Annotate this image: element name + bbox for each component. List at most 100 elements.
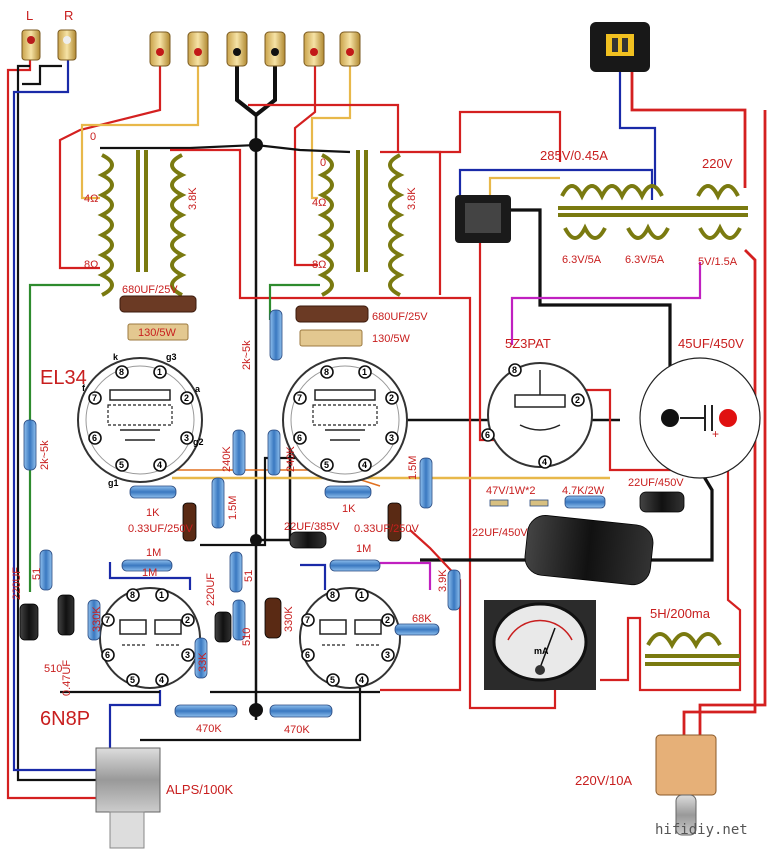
label-res-2k5k-left: 2k~5k	[39, 440, 51, 470]
label-res-1m-b: 1M	[356, 543, 371, 555]
wire-input-right-black	[22, 64, 62, 86]
pin-el34-l-1: 1	[157, 367, 162, 377]
resistor	[229, 551, 243, 593]
label-res-39k: 3.9K	[437, 569, 449, 592]
choke	[645, 632, 740, 666]
label-cap-047: 0.47UF	[61, 660, 73, 696]
pin-n8p-l-8: 8	[130, 590, 135, 600]
pin-n8p-r-5: 5	[330, 675, 335, 685]
power-resistor	[119, 295, 197, 313]
resistor	[87, 599, 101, 641]
pin-el34-l-4: 4	[157, 460, 162, 470]
power-resistor	[127, 323, 189, 341]
label-res-510-a: 510	[44, 663, 62, 675]
pin-n8p-l-4: 4	[159, 675, 164, 685]
label-cap-220uf-a: 220UF	[11, 567, 23, 600]
label-res-240k-b: 240K	[285, 446, 297, 472]
label-res-1k-a: 1K	[146, 507, 160, 519]
el34-tube-right	[282, 357, 408, 483]
pin-n8p-r-3: 3	[385, 650, 390, 660]
pin-rect-8: 8	[512, 365, 517, 375]
6n8p-right-pins	[301, 588, 395, 687]
resistor	[39, 549, 53, 591]
label-res-470k-b: 470K	[284, 724, 310, 736]
wire-input-right-blue	[12, 60, 110, 772]
label-driver-tube: 6N8P	[40, 708, 90, 730]
resistor	[394, 623, 440, 636]
label-choke: 5H/200ma	[650, 606, 711, 621]
label-tap-0-right: 0	[320, 157, 326, 169]
label-cap-22-450-a: 22UF/450V	[628, 477, 684, 489]
filter-capacitor: +	[639, 357, 761, 479]
resistor	[129, 485, 177, 499]
label-cap-033-a: 0.33UF/250V	[128, 523, 193, 535]
resistor	[211, 477, 225, 529]
wire-ground-right	[256, 418, 620, 542]
output-transformer-right	[317, 150, 405, 297]
label-res-15m-a: 1.5M	[227, 496, 239, 520]
label-res-47-1w: 47V/1W*2	[486, 485, 536, 497]
wire-mains-switch-red	[698, 110, 767, 735]
label-res-330k-b: 330K	[283, 606, 295, 632]
resistor	[489, 499, 509, 507]
pin-rect-6: 6	[485, 430, 490, 440]
output-transformer-left	[97, 150, 187, 297]
el34-tube-left	[77, 357, 203, 483]
label-res-1m-c: 1M	[142, 567, 157, 579]
resistor	[232, 599, 246, 641]
wire-b-plus-rail	[420, 110, 562, 162]
pin-el34-r-6: 6	[297, 433, 302, 443]
wire-filter-red	[600, 420, 742, 692]
power-resistors	[119, 295, 369, 347]
resistor	[23, 419, 37, 471]
pin-rect-2: 2	[575, 395, 580, 405]
wire-spk1-red	[58, 65, 162, 270]
wire-b-plus-right-top	[248, 103, 400, 152]
label-cap-033-b: 0.33UF/250V	[354, 523, 419, 535]
label-cap-22-450-b: 22UF/450V	[472, 527, 528, 539]
label-heater-2: 6.3V/5A	[625, 254, 665, 266]
label-watermark: hifidiy.net	[655, 822, 748, 838]
label-rect-tube: 5Z3PAT	[505, 336, 551, 351]
resistor	[269, 309, 283, 361]
wire-spk6-yellow	[310, 65, 352, 200]
resistors	[23, 309, 606, 718]
pin-el34-r-2: 2	[389, 393, 394, 403]
pin-el34-r-4: 4	[362, 460, 367, 470]
pin-n8p-l-1: 1	[159, 590, 164, 600]
capacitor	[57, 594, 75, 636]
power-switch	[655, 734, 717, 836]
pin-el34-letter-g3: g3	[166, 352, 177, 362]
pin-numbers: 8 1 7 2 6 3 5 4 8 1 7 2 6 3 5 4 k g1 g2 …	[82, 352, 580, 685]
pin-el34-r-8: 8	[324, 367, 329, 377]
labels: L R 0 4Ω 8Ω 3.8K 0 4Ω 8Ω 3.8K 285V/0.45A…	[11, 8, 748, 838]
label-switch: 220V/10A	[575, 773, 632, 788]
resistor	[329, 559, 381, 572]
pin-el34-letter-a: a	[195, 384, 201, 394]
capacitor	[289, 531, 327, 549]
wire-blue-drv-a	[108, 562, 192, 590]
wire-green-left	[28, 283, 100, 592]
pin-el34-l-6: 6	[92, 433, 97, 443]
label-res-15m-b: 1.5M	[407, 456, 419, 480]
capacitor	[19, 603, 39, 641]
pin-n8p-r-6: 6	[305, 650, 310, 660]
label-power-tube: EL34	[40, 367, 87, 389]
label-res-51-a: 51	[31, 568, 43, 580]
pin-el34-l-3: 3	[184, 433, 189, 443]
pin-el34-r-1: 1	[362, 367, 367, 377]
iec-socket	[590, 22, 650, 72]
pin-n8p-l-6: 6	[105, 650, 110, 660]
resistor	[324, 485, 372, 499]
label-primary-left: 3.8K	[187, 187, 199, 210]
label-heater-1: 6.3V/5A	[562, 254, 602, 266]
6n8p-left-pins	[101, 588, 195, 687]
resistor	[267, 429, 281, 476]
pin-n8p-l-2: 2	[185, 615, 190, 625]
pin-el34-letter-g1: g1	[108, 478, 119, 488]
capacitor	[264, 597, 282, 639]
label-input-right: R	[64, 8, 73, 23]
resistor	[269, 704, 333, 718]
speaker-terminals	[149, 31, 361, 67]
capacitor	[214, 611, 232, 643]
